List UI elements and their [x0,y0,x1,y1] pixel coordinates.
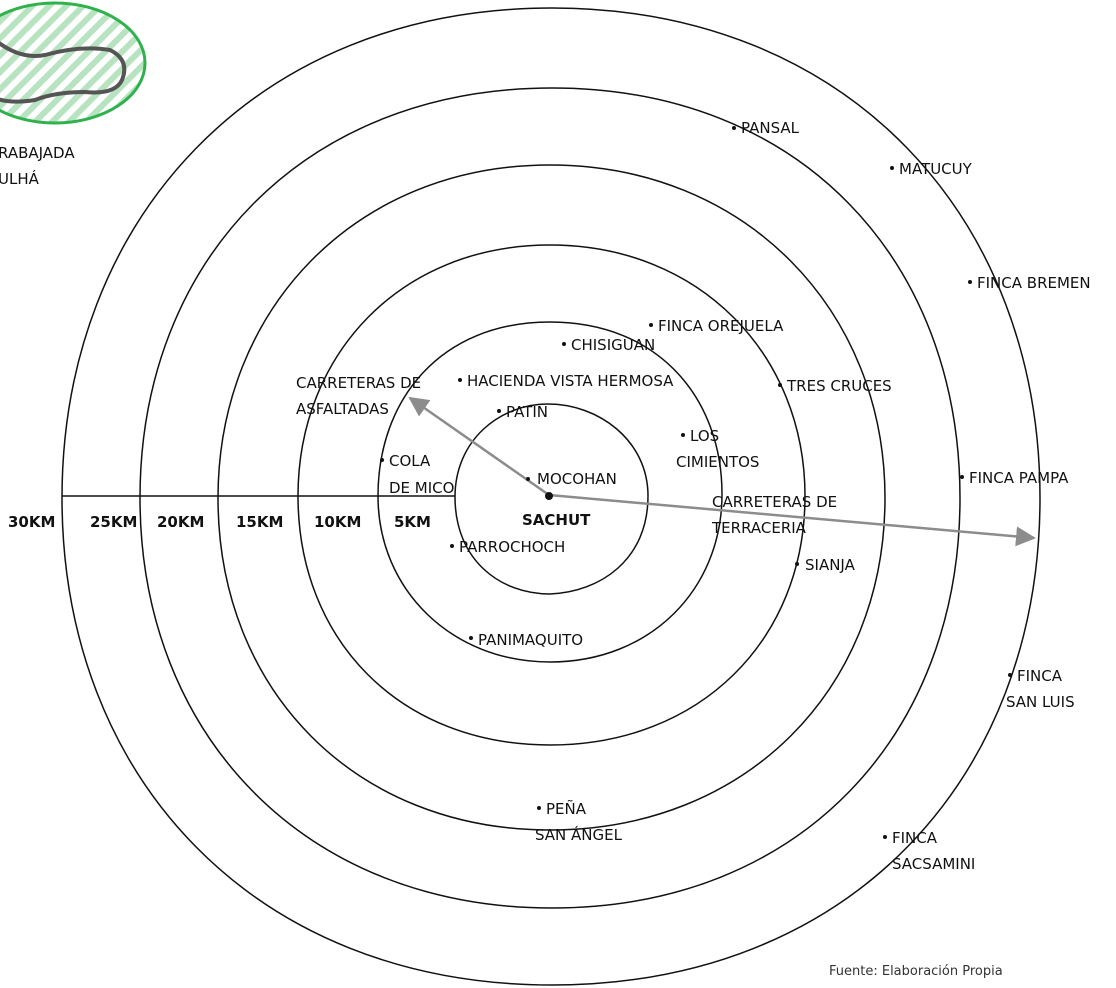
place-label-line1: LOS [690,427,719,445]
place-label-line2: CIMIENTOS [676,453,759,471]
legend-label-line1: RABAJADA [0,144,75,162]
place-label-line2: DE MICO [389,479,454,497]
place-matucuy: MATUCUY [890,160,973,178]
place-finca-bremen: FINCA BREMEN [968,274,1091,292]
place-panimaquito: PANIMAQUITO [469,631,583,649]
place-sianja: SIANJA [795,556,856,574]
center-point: SACHUT [522,492,591,529]
scale-label-15km: 15KM [236,513,283,531]
place-dot [497,409,501,413]
road-arrows [408,396,1036,547]
place-hacienda-vista-hermosa: HACIENDA VISTA HERMOSA [458,372,674,390]
ring-25km [139,87,961,909]
place-dot [778,383,782,387]
ring-10km [377,321,723,663]
scale-label-30km: 30KM [8,513,55,531]
center-dot [545,492,553,500]
road-labels: CARRETERAS DE ASFALTADAS CARRETERAS DE T… [296,374,837,537]
ring-15km [297,244,806,746]
ring-20km [217,164,886,831]
place-label: PANIMAQUITO [478,631,583,649]
place-dot [537,806,541,810]
place-dot [562,342,566,346]
legend-label-line2: ULHÁ [0,169,40,188]
place-dot [732,126,736,130]
place-mocohan: MOCOHAN [526,470,617,488]
place-dot [380,458,384,462]
place-label: MATUCUY [899,160,973,178]
places: PANSAL MATUCUY FINCA BREMEN FINCA OREJUE… [380,119,1091,873]
place-patin: PATIN [497,403,548,421]
place-label: PANSAL [741,119,800,137]
distance-rings [61,7,1041,986]
place-parrochoch: PARROCHOCH [450,538,565,556]
scale-axis: 30KM 25KM 20KM 15KM 10KM 5KM [8,495,455,531]
ring-30km [61,7,1041,986]
place-finca-orejuela: FINCA OREJUELA [649,317,784,335]
place-label: FINCA OREJUELA [658,317,784,335]
place-label-line2: SAN ÁNGEL [535,825,623,844]
legend-ellipse [0,1,147,125]
place-finca-san-luis: FINCA SAN LUIS [1006,667,1075,711]
place-dot [458,378,462,382]
arrow-asphalt-road [408,396,550,497]
ring-5km [454,403,649,595]
place-label: FINCA BREMEN [977,274,1091,292]
place-los-cimientos: LOS CIMIENTOS [676,427,759,471]
place-dot [469,636,473,640]
place-label: PATIN [506,403,548,421]
place-dot [649,323,653,327]
place-label: PARROCHOCH [459,538,565,556]
place-label: FINCA PAMPA [969,469,1069,487]
place-dot [795,562,799,566]
place-dot [526,477,530,481]
legend-boundary-shape [0,41,127,104]
arrow-dirt-road [548,493,1036,547]
scale-label-20km: 20KM [157,513,204,531]
place-label: HACIENDA VISTA HERMOSA [467,372,674,390]
place-label-line1: PEÑA [546,799,587,818]
source-caption: Fuente: Elaboración Propia [829,964,1003,979]
place-label-line2: SACSAMINI [892,855,975,873]
legend: RABAJADA ULHÁ [0,1,147,188]
place-tres-cruces: TRES CRUCES [778,377,892,395]
road-asphalt-label-line1: CARRETERAS DE [296,374,421,392]
place-label-line1: FINCA [1017,667,1063,685]
road-dirt-label-line2: TERRACERIA [711,519,807,537]
place-label: CHISIGUAN [571,336,655,354]
center-label: SACHUT [522,511,591,529]
road-dirt-label-line1: CARRETERAS DE [712,493,837,511]
place-dot [968,280,972,284]
place-cola-de-mico: COLA DE MICO [380,452,454,497]
place-dot [1008,673,1012,677]
scale-label-5km: 5KM [394,513,431,531]
scale-label-25km: 25KM [90,513,137,531]
place-dot [890,166,894,170]
place-label: MOCOHAN [537,470,617,488]
place-dot [681,433,685,437]
place-chisiguan: CHISIGUAN [562,336,655,354]
road-asphalt-label-line2: ASFALTADAS [296,400,389,418]
place-finca-pampa: FINCA PAMPA [960,469,1069,487]
place-pansal: PANSAL [732,119,800,137]
place-dot [960,475,964,479]
place-dot [450,544,454,548]
place-label-line1: COLA [389,452,431,470]
place-label-line1: FINCA [892,829,938,847]
place-label: SIANJA [805,556,856,574]
scale-label-10km: 10KM [314,513,361,531]
place-finca-sacsamini: FINCA SACSAMINI [883,829,975,873]
place-dot [883,835,887,839]
place-label-line2: SAN LUIS [1006,693,1075,711]
place-pena-san-angel: PEÑA SAN ÁNGEL [535,799,623,844]
place-label: TRES CRUCES [786,377,892,395]
